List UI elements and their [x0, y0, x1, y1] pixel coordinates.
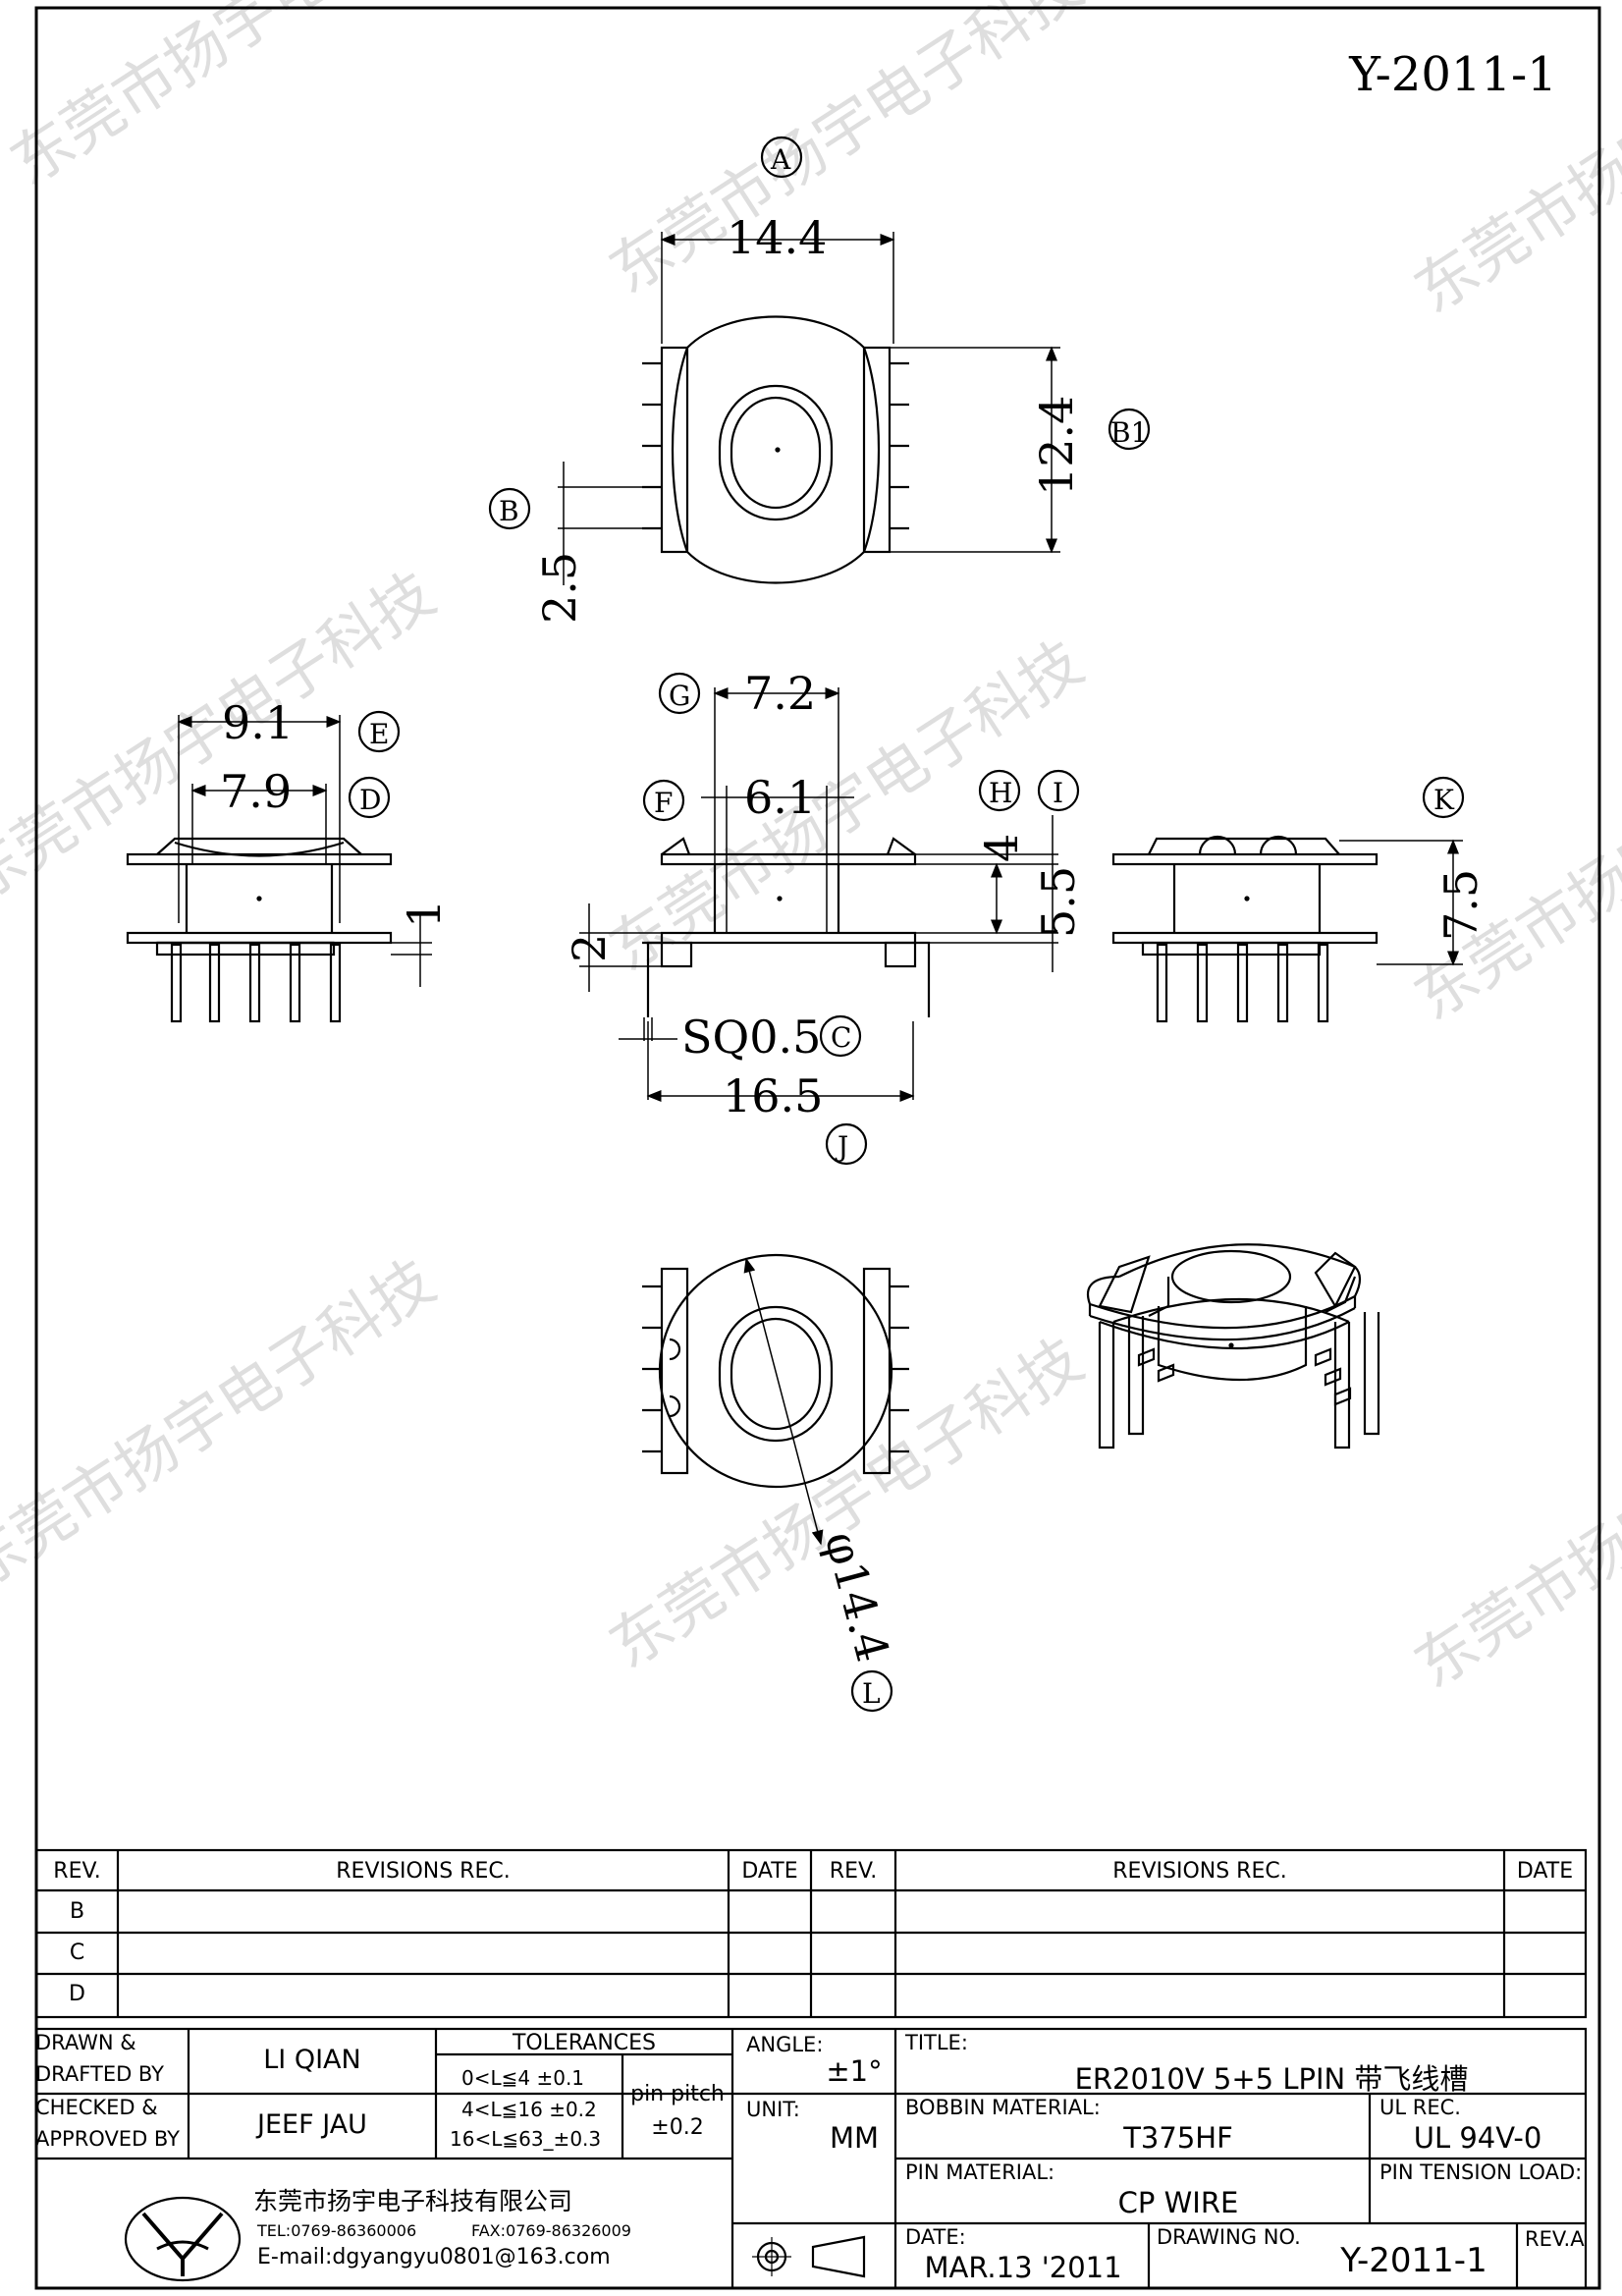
- drawing-no-label: DRAWING NO.: [1157, 2225, 1301, 2249]
- bobbin-material-label: BOBBIN MATERIAL:: [905, 2096, 1101, 2119]
- left-side-view: [126, 710, 432, 1023]
- callout-F: F: [654, 787, 673, 819]
- title-block-lines: [34, 2027, 1588, 2290]
- drawn-label: DRAWN &: [35, 2031, 136, 2054]
- tolerances-label: TOLERANCES: [512, 2031, 657, 2055]
- dim-K-text: 7.5: [1434, 869, 1487, 941]
- top-view-labels: 14.4 12.4 2.5 A B1 B: [499, 143, 1148, 624]
- company-tel: TEL:0769-86360006: [257, 2221, 417, 2240]
- pin-material-label: PIN MATERIAL:: [905, 2160, 1055, 2184]
- dim-E-text: 9.1: [222, 696, 294, 749]
- dim-F-text: 6.1: [744, 771, 816, 824]
- rev-a-label: REV.A: [1525, 2227, 1585, 2251]
- ul-rec-value: UL 94V-0: [1413, 2121, 1542, 2155]
- bottom-view: [642, 1253, 909, 1713]
- dim-B1-text: 12.4: [1030, 396, 1083, 496]
- checked-label: CHECKED &: [35, 2096, 158, 2119]
- approved-label: APPROVED BY: [35, 2127, 181, 2151]
- approved-by-value: JEEF JAU: [257, 2109, 367, 2140]
- revisions-header-left: REVISIONS REC.: [336, 1859, 511, 1884]
- dim-G-text: 7.2: [744, 667, 816, 720]
- drawing-no-value: Y-2011-1: [1340, 2241, 1487, 2280]
- rev-row-D: D: [69, 1982, 85, 2006]
- unit-label: UNIT:: [746, 2098, 800, 2121]
- right-side-view: [1111, 776, 1465, 1023]
- rev-header-right: REV.: [829, 1859, 878, 1884]
- unit-value: MM: [829, 2121, 880, 2155]
- title-label: TITLE:: [905, 2031, 968, 2054]
- bobbin-material-value: T375HF: [1123, 2121, 1233, 2155]
- angle-label: ANGLE:: [746, 2033, 824, 2056]
- title-value: ER2010V 5+5 LPIN 带飞线槽: [1074, 2062, 1469, 2096]
- tolerance-2: 4<L≦16 ±0.2: [461, 2098, 597, 2121]
- dim-D-text: 7.9: [220, 765, 292, 818]
- pin-material-value: CP WIRE: [1117, 2186, 1239, 2219]
- company-name: 东莞市扬宇电子科技有限公司: [253, 2187, 573, 2215]
- callout-J: J: [835, 1130, 848, 1163]
- company-email: E-mail:dgyangyu0801@163.com: [257, 2245, 611, 2269]
- date-header-left: DATE: [741, 1859, 798, 1884]
- callout-I: I: [1053, 777, 1063, 809]
- tolerance-3: 16<L≦63_±0.3: [450, 2127, 602, 2151]
- dim-B-text: 2.5: [533, 552, 586, 624]
- drafted-label: DRAFTED BY: [35, 2062, 165, 2086]
- callout-D: D: [359, 784, 381, 816]
- front-view: [579, 672, 1080, 1166]
- dim-L-text: φ14.4: [814, 1526, 899, 1667]
- left-side-labels: 9.1 7.9 1 E D: [220, 696, 451, 928]
- revisions-header-right: REVISIONS REC.: [1112, 1859, 1287, 1884]
- pin-pitch-label: pin pitch: [630, 2082, 725, 2106]
- callout-B: B: [499, 495, 519, 527]
- revision-table-lines: [34, 1848, 1588, 2019]
- date-label: DATE:: [905, 2225, 966, 2249]
- right-side-labels: 7.5 K: [1433, 784, 1487, 941]
- drawing-number-header: Y-2011-1: [1349, 47, 1557, 102]
- callout-E: E: [369, 718, 389, 750]
- callout-A: A: [770, 143, 791, 176]
- dim-pin-text: 1: [398, 900, 451, 928]
- callout-B1: B1: [1110, 416, 1148, 449]
- ul-rec-label: UL REC.: [1379, 2096, 1461, 2119]
- angle-value: ±1°: [826, 2054, 883, 2088]
- pin-tension-label: PIN TENSION LOAD:: [1379, 2160, 1583, 2184]
- front-view-labels: 7.2 6.1 4 5.5 2 SQ0.5 16.5 G F H I C J: [563, 667, 1085, 1163]
- callout-H: H: [989, 777, 1012, 809]
- dim-4-text: 4: [975, 834, 1028, 862]
- callout-C: C: [831, 1021, 851, 1054]
- dim-SQ-text: SQ0.5: [681, 1011, 821, 1064]
- pin-pitch-value: ±0.2: [651, 2115, 704, 2140]
- drawn-by-value: LI QIAN: [263, 2045, 361, 2075]
- rev-header-left: REV.: [53, 1859, 101, 1884]
- top-view: [488, 136, 1151, 585]
- dim-A-text: 14.4: [727, 211, 827, 264]
- dim-2-text: 2: [563, 934, 616, 962]
- rev-row-B: B: [69, 1899, 85, 1924]
- callout-L: L: [862, 1677, 881, 1710]
- dim-J-text: 16.5: [723, 1069, 823, 1122]
- company-fax: FAX:0769-86326009: [471, 2221, 631, 2240]
- callout-K: K: [1433, 784, 1455, 816]
- callout-G: G: [669, 680, 690, 712]
- dim-5-5-text: 5.5: [1032, 866, 1085, 938]
- tolerance-1: 0<L≦4 ±0.1: [461, 2066, 585, 2090]
- date-header-right: DATE: [1516, 1859, 1574, 1884]
- isometric-view: [1087, 1243, 1380, 1449]
- date-value: MAR.13 '2011: [924, 2251, 1122, 2284]
- bottom-view-labels: φ14.4 L: [814, 1526, 899, 1710]
- rev-row-C: C: [69, 1941, 85, 1965]
